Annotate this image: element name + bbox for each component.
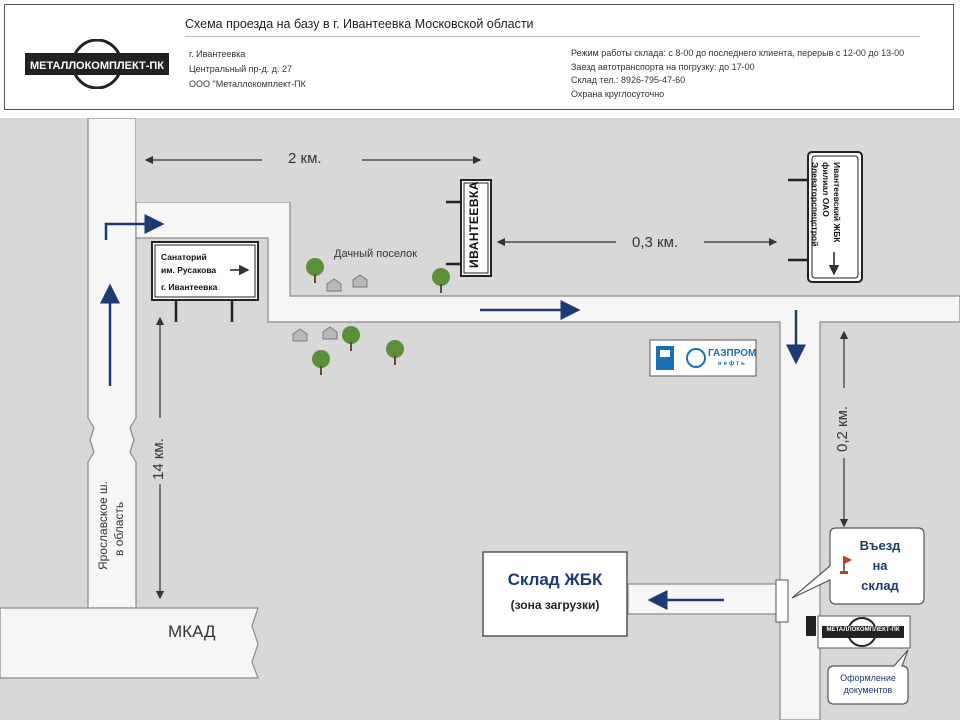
distance-2km: 2 км. xyxy=(288,150,322,167)
flag-icon xyxy=(840,556,852,574)
entry-line: склад xyxy=(861,578,899,593)
address-line: Центральный пр-д. д. 27 xyxy=(189,64,293,74)
route-arrows xyxy=(100,214,806,610)
route-map: 2 км. 0,3 км. 14 км. 0,2 км. МКАД Яросла… xyxy=(0,118,960,720)
distance-markers xyxy=(144,155,849,600)
distance-03km: 0,3 км. xyxy=(632,234,679,251)
tree-icon xyxy=(432,268,450,293)
distance-14km: 14 км. xyxy=(150,438,167,480)
distance-02km: 0,2 км. xyxy=(834,405,851,452)
docs-line: Оформление xyxy=(840,673,896,683)
work-hours: Режим работы склада: с 8-00 до последнег… xyxy=(571,48,905,58)
map-canvas xyxy=(0,118,960,720)
zhbk-line: Ивантеевский ЖБК xyxy=(832,162,842,243)
docs-bubble-text: Оформление документов xyxy=(828,672,908,696)
house-icon xyxy=(352,274,368,288)
tree-icon xyxy=(386,340,404,365)
tree-icon xyxy=(312,350,330,375)
sanatorium-line-2: им. Русакова xyxy=(161,265,217,275)
gazprom-sub: нефть xyxy=(718,361,747,367)
sanatorium-line-3: г. Ивантеевка xyxy=(161,282,218,292)
gazprom-brand: ГАЗПРОМ xyxy=(708,348,757,359)
entry-bubble-text: Въезд на склад xyxy=(850,536,910,596)
work-info-block: Режим работы склада: с 8-00 до последнег… xyxy=(571,47,904,101)
office-logo-text: МЕТАЛЛОКОМПЛЕКТ-ПК xyxy=(826,627,900,633)
mkad-label: МКАД xyxy=(168,622,216,641)
address-line: ООО "Металлокомплект-ПК xyxy=(189,79,306,89)
ivanteevka-sign-frame xyxy=(460,179,492,277)
docs-line: документов xyxy=(843,685,893,695)
gazprom-icon xyxy=(686,348,706,368)
fuel-pump-icon xyxy=(656,346,674,370)
house-icon xyxy=(322,326,338,340)
zhbk-sign-text: Ивантеевский ЖБК филиал ОАО Элеваторспец… xyxy=(809,162,842,246)
warehouse-title: Склад ЖБК xyxy=(507,570,603,589)
divider xyxy=(185,36,920,37)
tree-icon xyxy=(306,258,324,283)
page-title: Схема проезда на базу в г. Ивантеевка Мо… xyxy=(185,17,534,31)
phone: Склад тел.: 8926-795-47-60 xyxy=(571,75,686,85)
zhbk-line: Элеваторспецстрой xyxy=(810,162,820,247)
security: Охрана круглосуточно xyxy=(571,88,665,99)
address-block: г. Ивантеевка Центральный пр-д. д. 27 ОО… xyxy=(189,47,306,92)
header-panel: МЕТАЛЛОКОМПЛЕКТ-ПК Схема проезда на базу… xyxy=(4,4,954,110)
company-logo: МЕТАЛЛОКОМПЛЕКТ-ПК xyxy=(23,39,171,89)
house-icon xyxy=(292,328,308,342)
zhbk-line: филиал ОАО xyxy=(821,162,831,217)
village-label: Дачный поселок xyxy=(334,248,418,260)
entry-line: на xyxy=(872,558,888,573)
yaroslavskoe-label-2: в область xyxy=(112,501,126,556)
house-icon xyxy=(326,278,342,292)
barrier xyxy=(775,579,789,623)
address-line: г. Ивантеевка xyxy=(189,49,246,59)
tree-icon xyxy=(342,326,360,351)
sign-posts xyxy=(174,178,808,322)
ivanteevka-sign-text: ИВАНТЕЕВКА xyxy=(467,180,481,268)
zhbk-sign-frame xyxy=(807,151,863,283)
loading-time: Заезд автотранспорта на погрузку: до 17-… xyxy=(571,61,755,72)
office-door xyxy=(806,616,816,636)
svg-text:МЕТАЛЛОКОМПЛЕКТ-ПК: МЕТАЛЛОКОМПЛЕКТ-ПК xyxy=(30,60,164,72)
warehouse-box xyxy=(482,551,628,637)
warehouse-subtitle: (зона загрузки) xyxy=(510,598,600,612)
entry-line: Въезд xyxy=(859,538,901,553)
docs-bubble-frame xyxy=(827,649,909,705)
yaroslavskoe-label-1: Ярославское ш. xyxy=(96,481,110,570)
sanatorium-line-1: Санаторий xyxy=(161,252,207,262)
entry-bubble-frame xyxy=(791,527,925,605)
